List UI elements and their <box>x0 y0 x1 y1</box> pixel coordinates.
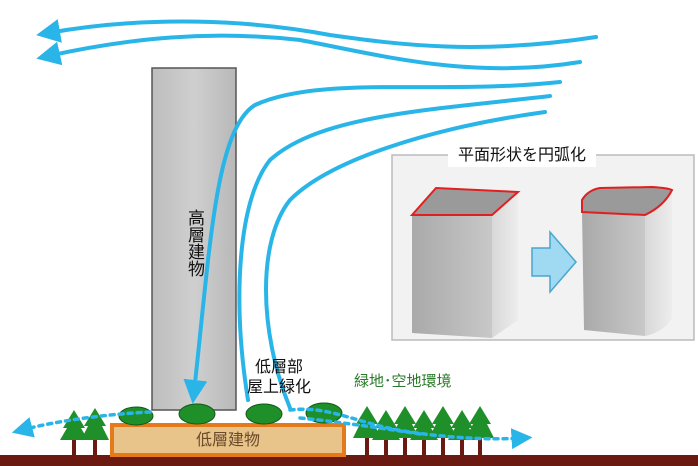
rooftop-greening-label-line1: 低層部 <box>254 357 303 376</box>
rooftop-greening-label-line2: 屋上緑化 <box>246 377 311 396</box>
ground-flow-left <box>11 410 152 438</box>
transform-arrow-icon <box>531 229 577 295</box>
ground-flows <box>11 407 533 450</box>
wind-stream-5 <box>264 110 547 410</box>
rounded-block <box>581 185 674 336</box>
trees-right <box>353 406 494 455</box>
tower-building <box>151 67 237 411</box>
wind-stream-1 <box>36 19 598 49</box>
greenery-label: 緑地･空地環境 <box>354 372 452 390</box>
rooftop-greening-label: 低層部 屋上緑化 <box>244 357 314 397</box>
rectangular-block <box>409 186 521 338</box>
low-building <box>110 423 346 457</box>
rooftop-shrubs <box>118 402 343 426</box>
wind-stream-3 <box>183 80 562 404</box>
ground <box>0 455 698 466</box>
low-building-label: 低層建物 <box>195 430 260 449</box>
inset-title: 平面形状を円弧化 <box>448 143 597 167</box>
trees-left <box>60 408 109 455</box>
ground-flow-right-2 <box>298 416 422 436</box>
wind-stream-4 <box>237 94 552 402</box>
tower-label: 高層建物 <box>184 209 204 277</box>
wind-stream-2 <box>36 33 582 71</box>
wind-streams <box>36 19 598 410</box>
